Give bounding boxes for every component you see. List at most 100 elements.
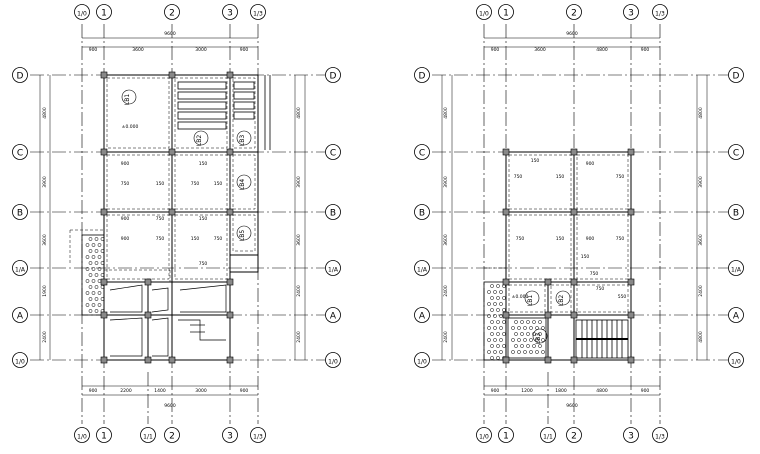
left-slab-label-4: LB5 <box>239 230 246 241</box>
right-axis-bubble-top-3-label: 3 <box>628 9 634 19</box>
left-axis-bubble-bottom-4 <box>222 427 238 443</box>
right-dim-right-3: 2400 <box>698 285 704 297</box>
left-dim-right-1: 3900 <box>296 176 302 188</box>
right-dim-top-seg-3: 900 <box>641 47 650 53</box>
hatch-dot <box>490 308 494 312</box>
right-note-7: 900 <box>586 236 595 242</box>
hatch-dot <box>496 344 500 348</box>
hatch-dot <box>493 290 497 294</box>
hatch-dot <box>97 255 102 259</box>
left-dim-bottom-overall: 9600 <box>164 403 176 409</box>
right-dim-bottom-overall: 9600 <box>566 403 578 409</box>
hatch-dot <box>85 255 90 259</box>
right-row-bubble-right-3 <box>728 260 744 276</box>
hatch-dot <box>532 320 536 324</box>
right-slab-label-2: LB3 <box>535 333 542 344</box>
right-dim-bottom-seg-2: 1800 <box>555 388 567 394</box>
hatch-dot <box>499 326 503 330</box>
left-slab-label-3: LB4 <box>239 179 246 190</box>
hatch-dot <box>94 249 99 253</box>
right-note-13: ±0.000 <box>512 294 529 300</box>
hatch-dot <box>97 291 102 295</box>
right-row-bubble-right-4 <box>728 307 744 323</box>
hatch-dot <box>496 332 500 336</box>
left-row-bubble-left-5 <box>12 352 28 368</box>
right-slab-circle-1 <box>555 290 571 306</box>
left-note-7: 150 <box>191 236 200 242</box>
left-slab-circle-3 <box>236 174 252 190</box>
hatch-dot <box>490 356 494 360</box>
left-row-bubble-left-2 <box>12 204 28 220</box>
hatch-dot <box>493 314 497 318</box>
right-note-11: 550 <box>618 294 627 300</box>
hatch-dot <box>511 326 515 330</box>
right-axis-bubble-top-0 <box>476 4 492 20</box>
hatch-dot <box>490 344 494 348</box>
left-note-13: 150 <box>199 216 208 222</box>
left-dim-bottom-seg-4: 900 <box>240 388 249 394</box>
hatch-dot <box>487 338 491 342</box>
right-dim-bottom-seg-0: 900 <box>491 388 500 394</box>
left-slab-circle-1 <box>193 130 209 146</box>
left-axis-bubble-bottom-1 <box>96 427 112 443</box>
right-axis-bubble-bottom-3-label: 2 <box>571 432 577 442</box>
hatch-dot <box>100 237 105 241</box>
left-row-bubble-right-5 <box>325 352 341 368</box>
right-slab-label-0: LB1 <box>527 295 534 306</box>
left-axis-bubble-bottom-3-label: 2 <box>169 432 175 442</box>
left-slab-label-2: LB3 <box>239 135 246 146</box>
right-dim-top-overall: 9600 <box>566 31 578 37</box>
right-row-bubble-left-5 <box>414 352 430 368</box>
hatch-dot <box>499 350 503 354</box>
right-row-bubble-right-1-label: C <box>733 149 739 159</box>
right-plan <box>432 24 728 424</box>
right-slab-label-1: LB2 <box>558 295 565 306</box>
hatch-dot <box>514 320 518 324</box>
right-slab-circle-2 <box>532 328 548 344</box>
hatch-dot <box>88 273 93 277</box>
left-axis-bubble-top-2-label: 2 <box>169 9 175 19</box>
hatch-dot <box>499 338 503 342</box>
hatch-dot <box>85 243 90 247</box>
left-row-bubble-left-3 <box>12 260 28 276</box>
right-axis-bubble-bottom-1 <box>498 427 514 443</box>
right-axis-bubble-top-4-label: 1/3 <box>655 11 665 18</box>
left-axis-bubble-top-0-label: 1/0 <box>77 11 87 18</box>
left-row-bubble-left-3-label: 1/A <box>15 267 26 274</box>
right-row-bubble-right-5-label: 1/0 <box>731 359 741 366</box>
right-axis-bubble-bottom-2 <box>540 427 556 443</box>
left-row-bubble-right-0-label: D <box>330 72 337 82</box>
hatch-dot <box>487 326 491 330</box>
left-row-bubble-left-0-label: D <box>17 72 24 82</box>
right-axis-bubble-bottom-0-label: 1/0 <box>479 434 489 441</box>
right-dim-left-1: 3900 <box>443 176 449 188</box>
hatch-dot <box>100 249 105 253</box>
right-row-bubble-right-0-label: D <box>733 72 740 82</box>
left-row-bubble-right-0 <box>325 67 341 83</box>
hatch-dot <box>502 344 506 348</box>
right-dim-right-0: 4800 <box>698 107 704 119</box>
left-axis-bubble-bottom-2 <box>140 427 156 443</box>
left-note-5: 750 <box>191 181 200 187</box>
hatch-dot <box>490 332 494 336</box>
hatch-dot <box>526 332 530 336</box>
hatch-dot <box>94 237 99 241</box>
left-axis-bubble-bottom-5-label: 1/3 <box>253 434 263 441</box>
right-row-bubble-left-1-label: C <box>419 149 425 159</box>
hatch-dot <box>97 267 102 271</box>
hatch-dot <box>97 303 102 307</box>
left-note-8: 750 <box>214 236 223 242</box>
hatch-dot <box>100 297 105 301</box>
right-axis-bubble-bottom-5 <box>652 427 668 443</box>
hatch-dot <box>514 332 518 336</box>
left-dim-left-4: 2400 <box>42 331 48 343</box>
hatch-dot <box>100 285 105 289</box>
left-slab-circle-2 <box>236 130 252 146</box>
right-dim-right-2: 3600 <box>698 234 704 246</box>
hatch-dot <box>535 350 539 354</box>
hatch-dot <box>100 273 105 277</box>
left-dim-top-seg-0: 900 <box>89 47 98 53</box>
hatch-dot <box>529 338 533 342</box>
right-note-8: 750 <box>616 236 625 242</box>
